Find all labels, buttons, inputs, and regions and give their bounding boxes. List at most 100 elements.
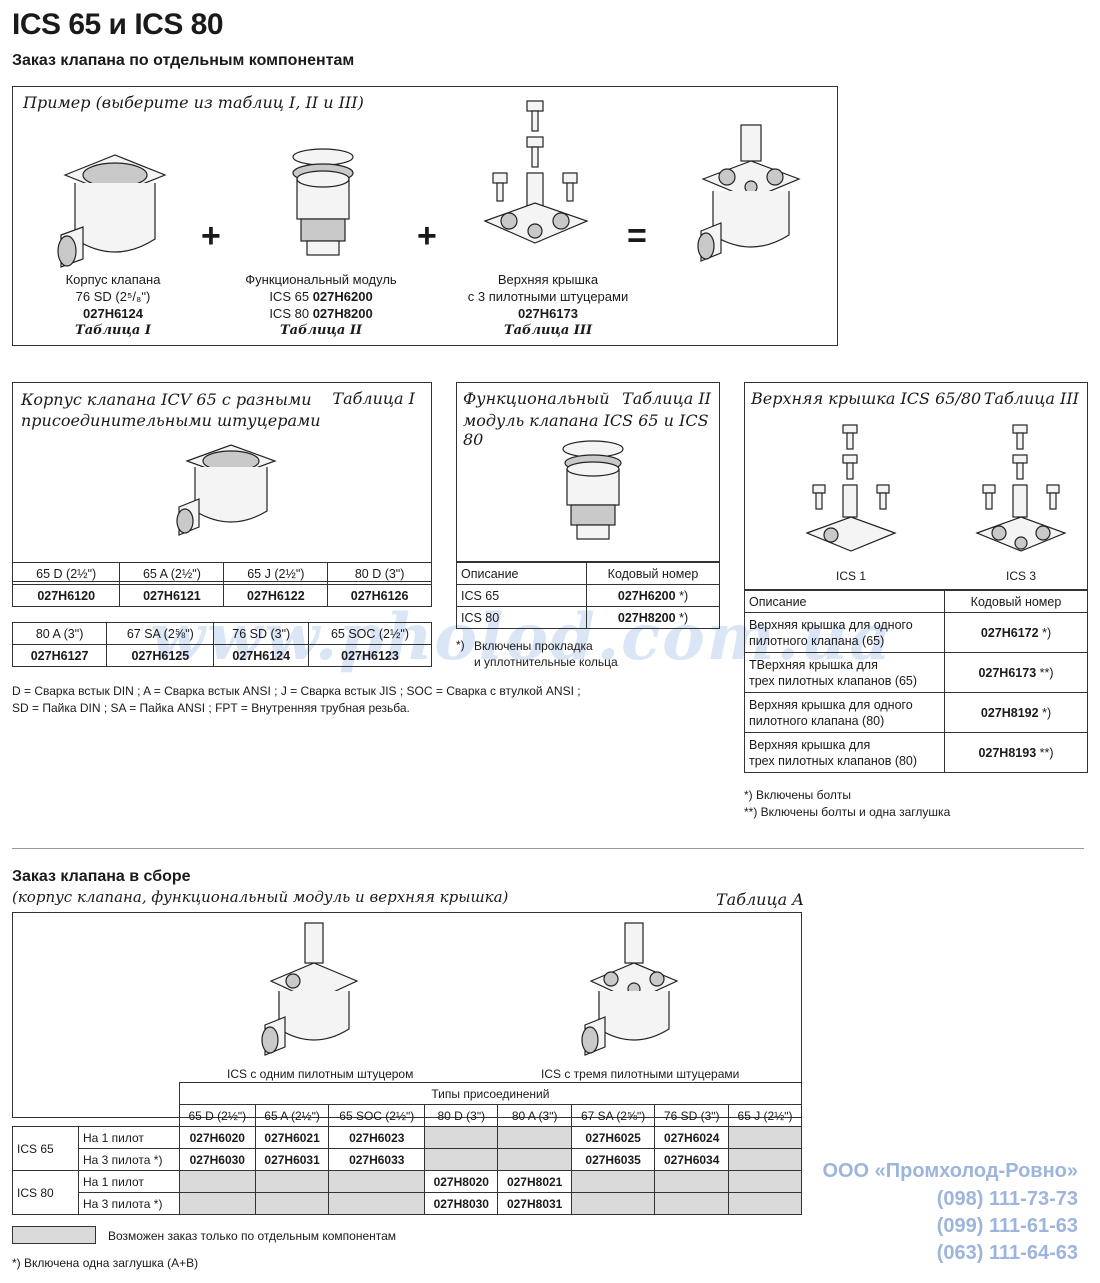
table2-footnote-2: и уплотнительные кольца — [474, 655, 618, 669]
table3-row3-desc2: трех пилотных клапанов (80) — [749, 753, 918, 768]
table1-h1-2: 65 J (2½ʺ) — [223, 562, 329, 585]
assembly-heading: Заказ клапана в сборе — [12, 868, 191, 885]
assembly-box: ICS с одним пилотным штуцером ICS с трем… — [12, 912, 802, 1118]
table1-h2-2: 76 SD (3ʺ) — [213, 622, 309, 645]
assembly-cell — [424, 1148, 499, 1171]
caption-cover-name: Верхняя крышка — [497, 272, 599, 287]
assembly-group-name: ICS 65 — [12, 1126, 79, 1171]
table3-row0-desc1: Верхняя крышка для одного — [749, 617, 913, 632]
table1-legend-2: SD = Пайка DIN ; SA = Пайка ANSI ; FPT =… — [12, 701, 410, 715]
table3-box: Верхняя крышка ICS 65/80 Таблица III ICS… — [744, 382, 1088, 590]
assembly-cell — [728, 1170, 802, 1193]
caption-module-table: Таблица II — [279, 323, 362, 338]
assembly-cell: 027H6035 — [570, 1148, 656, 1171]
table1-c1-3: 027H6126 — [327, 584, 432, 607]
table1-h2-3: 65 SOC (2½ʺ) — [308, 622, 432, 645]
assembly-cell — [728, 1192, 802, 1215]
label-ics1: ICS 1 — [835, 569, 866, 583]
caption-body: Корпус клапана 76 SD (2⁵/₈ʺ) 027H6124 Та… — [33, 271, 193, 339]
caption-body-code: 027H6124 — [83, 306, 143, 321]
caption-module-name: Функциональный модуль — [245, 272, 397, 287]
assembly-table: Типы присоединений 65 D (2½ʺ) 65 A (2½ʺ)… — [12, 1082, 803, 1215]
assembly-cell — [497, 1126, 572, 1149]
caption-cover-desc: с 3 пилотными штуцерами — [467, 289, 629, 304]
table1-h2-1: 67 SA (2⅝ʺ) — [106, 622, 215, 645]
assembly-row-label: На 3 пилота *) — [78, 1192, 180, 1215]
table3-row2-note: *) — [1042, 705, 1052, 720]
assembly-label-one: ICS с одним пилотным штуцером — [227, 1067, 414, 1081]
assembly-cell: 027H8020 — [424, 1170, 499, 1193]
table1-tag: Таблица I — [332, 389, 415, 408]
table2-row1-desc: ICS 80 — [456, 606, 587, 629]
table3-footnote-2: **) Включены болты и одна заглушка — [744, 805, 951, 819]
assembly-cell: 027H6024 — [654, 1126, 730, 1149]
ics3-cover-image — [975, 424, 1067, 552]
example-heading: Пример (выберите из таблиц I, II и III) — [23, 93, 364, 112]
assembly-cell: 027H6020 — [178, 1126, 256, 1149]
valve-body-image — [57, 154, 167, 268]
caption-module-l1-label: ICS 65 — [269, 289, 310, 304]
table3-row0-note: *) — [1042, 625, 1052, 640]
contact-phone-1: (098) 111-73-73 — [936, 1188, 1078, 1210]
label-ics3: ICS 3 — [1005, 569, 1036, 583]
assembly-cell — [328, 1192, 426, 1215]
legend-gray-text: Возможен заказ только по отдельным компо… — [108, 1229, 397, 1243]
assembly-cell — [570, 1192, 656, 1215]
table2-footnote: Включены прокладка и уплотнительные коль… — [474, 638, 618, 670]
table3-row1-desc2: трех пилотных клапанов (65) — [749, 673, 918, 688]
table2-tag: Таблица II — [622, 389, 711, 408]
plus-sign-2: + — [417, 217, 437, 255]
assembly-col-6: 76 SD (3ʺ) — [654, 1104, 730, 1127]
table1-c2-3: 027H6123 — [308, 644, 432, 667]
assembly-col-7: 65 J (2½ʺ) — [728, 1104, 802, 1127]
assembly-cell: 027H6034 — [654, 1148, 730, 1171]
table2-col-desc: Описание — [456, 562, 587, 585]
table1-row1: 65 D (2½ʺ) 65 A (2½ʺ) 65 J (2½ʺ) 80 D (3… — [11, 562, 432, 607]
table1-h1-3: 80 D (3ʺ) — [327, 562, 432, 585]
assembly-cell — [654, 1192, 730, 1215]
table3-col-code: Кодовый номер — [944, 590, 1088, 613]
table3-row2-desc1: Верхняя крышка для одного — [749, 697, 913, 712]
table3-row2-code: 027H8192 — [980, 705, 1039, 720]
table3-col-desc: Описание — [744, 590, 945, 613]
table2-box: Функциональный Таблица II модуль клапана… — [456, 382, 720, 562]
table1-h1-1: 65 A (2½ʺ) — [119, 562, 225, 585]
example-box: Пример (выберите из таблиц I, II и III) … — [12, 86, 838, 346]
caption-body-name: Корпус клапана — [65, 272, 161, 287]
assembly-col-2: 65 SOC (2½ʺ) — [328, 1104, 426, 1127]
table1-row2: 80 A (3ʺ) 67 SA (2⅝ʺ) 76 SD (3ʺ) 65 SOC … — [11, 622, 432, 667]
page-title: ICS 65 и ICS 80 — [12, 8, 224, 41]
caption-body-table: Таблица I — [75, 323, 151, 338]
assembly-cell: 027H6023 — [328, 1126, 426, 1149]
table3-row3-code: 027H8193 — [978, 745, 1037, 760]
caption-cover: Верхняя крышка с 3 пилотными штуцерами 0… — [443, 271, 653, 339]
assembly-col-1: 65 A (2½ʺ) — [254, 1104, 330, 1127]
assembly-cell — [178, 1192, 256, 1215]
table2-row1-note: *) — [679, 610, 689, 625]
table3-row0-desc2: пилотного клапана (65) — [749, 633, 885, 648]
assembly-row-label: На 1 пилот — [78, 1170, 180, 1193]
assembly-col-3: 80 D (3ʺ) — [424, 1104, 499, 1127]
table3-row3-desc1: Верхняя крышка для — [749, 737, 871, 752]
ics1-cover-image — [805, 424, 897, 552]
assembly-group-header: Типы присоединений — [178, 1082, 803, 1105]
legend-gray-swatch — [12, 1226, 96, 1244]
table2-heading-2: модуль клапана ICS 65 и ICS 80 — [463, 411, 709, 449]
contact-company: ООО «Промхолод-Ровно» — [822, 1160, 1078, 1182]
table3-tag: Таблица III — [983, 389, 1079, 408]
section-subtitle: Заказ клапана по отдельным компонентам — [12, 52, 355, 69]
assembly-three-pilot-image — [581, 922, 679, 1056]
caption-module-l2-label: ICS 80 — [269, 306, 310, 321]
table2-row1-code: 027H8200 — [617, 610, 676, 625]
assembly-one-pilot-image — [261, 922, 359, 1056]
table2-footnote-1: Включены прокладка — [474, 639, 593, 653]
table3-row2-desc2: пилотного клапана (80) — [749, 713, 885, 728]
table3-row3-note: **) — [1039, 745, 1054, 760]
table2-row0-note: *) — [679, 588, 689, 603]
assembly-cell — [728, 1126, 802, 1149]
